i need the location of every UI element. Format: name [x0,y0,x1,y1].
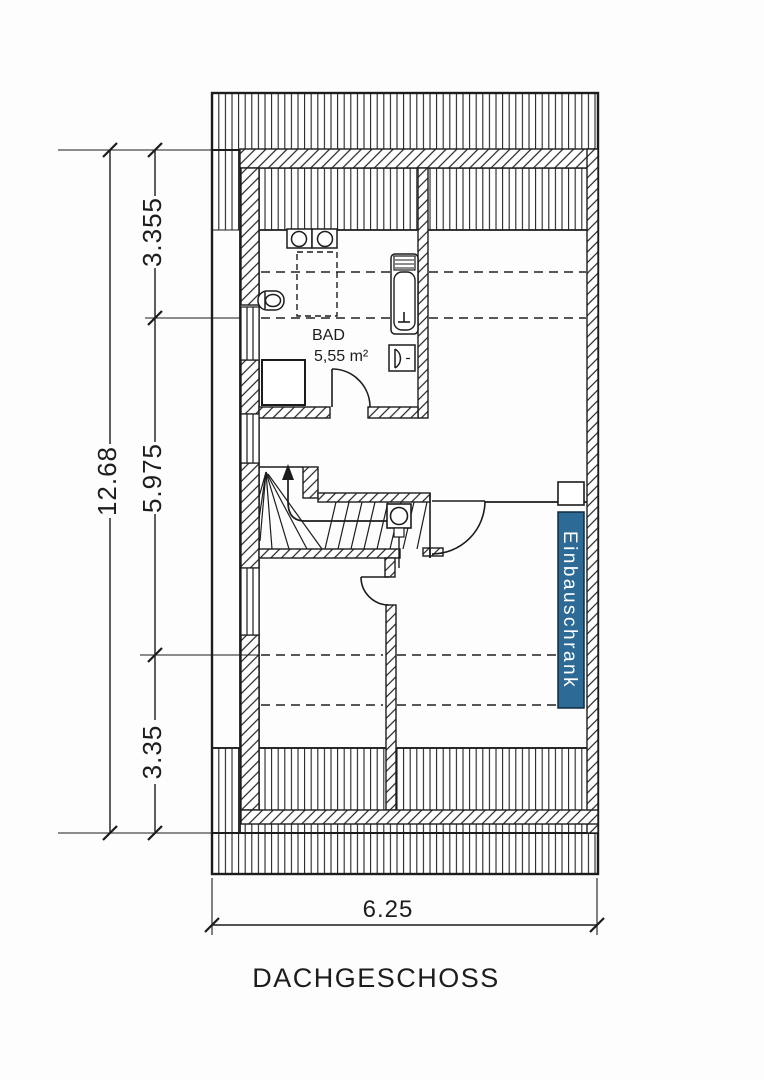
stair-stringer-top [317,492,431,503]
bathroom-name-label: BAD [312,327,345,344]
stair-stringer-bottom [258,548,401,559]
dim-segment-middle: 5.975 [137,443,167,513]
bathroom-door [331,368,371,408]
drawing-title: DACHGESCHOSS [252,963,500,993]
dim-total-height: 12.68 [92,446,122,516]
toilet [257,290,285,311]
dim-segment-top: 3.355 [137,197,167,267]
hand-basin [388,344,416,372]
closet-body [557,511,585,709]
stair-up-arrow-icon [282,464,294,480]
wall-top-band [239,148,599,169]
newel-post [386,503,412,568]
wall-right [586,148,599,834]
dim-total-width: 6.25 [363,896,414,923]
window-1 [240,306,260,361]
dim-segment-bottom: 3.35 [137,725,167,780]
wall-bathroom-right [417,167,429,419]
dim-ticks [102,142,163,841]
wall-stair-stub [302,466,319,499]
wall-left-1 [240,167,260,306]
wall-bathroom-bottom-right [367,406,419,419]
wall-left-4 [240,634,260,811]
double-washbasin [286,228,338,249]
bathroom-area-label: 5,55 m² [314,348,369,365]
stair-treads [258,471,428,550]
headroom-dashed-lines [261,271,586,706]
staircase [258,464,431,568]
closet-label: Einbauschrank [559,531,580,689]
door-threshold-stub [422,547,444,557]
wall-bottom-band [240,809,599,825]
bathtub [390,253,419,335]
walls [239,148,599,834]
dashed-roof-window-outline [296,251,338,317]
lower-room-door [360,576,390,606]
window-3 [240,567,260,636]
roof-slope-zone-top [239,167,588,231]
hall-door [429,500,486,558]
wall-partition-upper [384,557,396,578]
closet-upper-box [557,481,585,506]
roof-band-top [211,92,599,151]
built-in-closet: Einbauschrank [557,481,585,709]
shower-tray [261,359,306,406]
dim-label-backers [94,196,418,922]
window-2 [240,413,260,464]
windows [240,306,260,636]
wall-left-3 [240,462,260,569]
wall-partition-lower [385,604,397,811]
roof-strip-left [211,149,241,231]
wall-bathroom-bottom-left [258,406,331,419]
wall-left-2 [240,359,260,415]
bathroom-fixtures [257,228,419,406]
stair-walk-line [287,477,393,522]
